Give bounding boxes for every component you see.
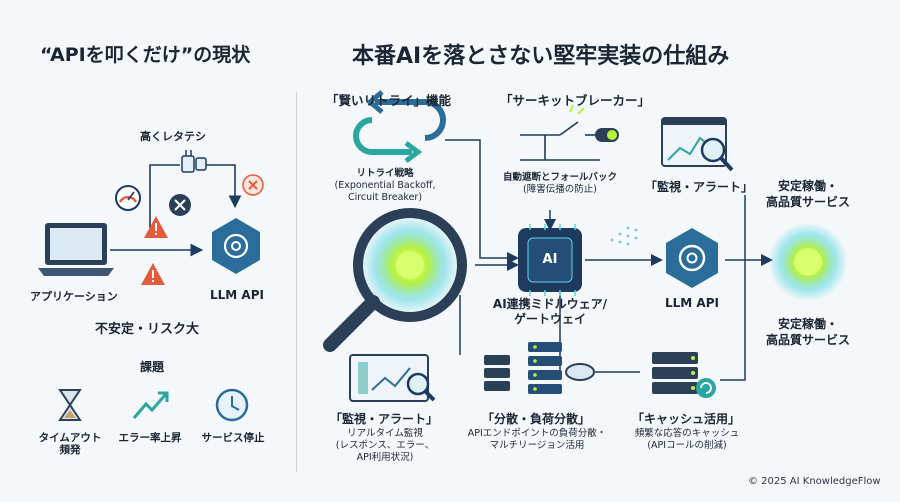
breaker-title: 「サーキットブレーカー」 <box>500 93 651 108</box>
right-title: 本番AIを落とさない堅牢実装の仕組み <box>352 44 730 69</box>
right-flow-lines <box>445 139 773 381</box>
gateway-chip-icon <box>518 224 582 296</box>
stable-label-top: 安定稼働・ 高品質サービス <box>765 179 850 209</box>
issue-timeout-label: タイムアウト頻発 <box>38 432 102 456</box>
cache-desc: 頻繁な応答のキャッシュ (APIコールの削減) <box>634 428 740 451</box>
broken-plug-icon <box>181 150 207 173</box>
left-flow-lines <box>110 164 242 257</box>
llm-api-icon-right <box>666 228 718 288</box>
cache-database-icon <box>652 352 716 398</box>
issues-title: 課題 <box>140 360 165 374</box>
footer-copyright: © 2025 AI KnowledgeFlow <box>748 476 881 487</box>
dot-pattern <box>610 226 638 246</box>
monitor-dashboard-icon <box>349 354 436 402</box>
gateway-label: AI連携ミドルウェア/ ゲートウェイ <box>492 297 608 326</box>
warning-icon <box>144 216 168 238</box>
issue-error-label: エラー率上昇 <box>118 432 182 444</box>
retry-arrows-icon <box>353 90 446 163</box>
loadbal-title: 「分散・負荷分散」 <box>482 412 591 426</box>
trend-up-icon <box>132 391 169 419</box>
retry-title: 「賢いリトライ」機能 <box>326 93 452 108</box>
load-balancer-icon <box>484 342 595 394</box>
warning-icon-lower <box>141 263 165 285</box>
gateway-chip-text: AI <box>542 252 558 267</box>
hourglass-icon <box>58 389 82 421</box>
loadbal-desc: APIエンドポイントの負荷分散・ マルチリージョン活用 <box>467 428 607 451</box>
error-close-icon <box>242 174 264 196</box>
clock-icon <box>215 388 249 422</box>
issue-outage-label: サービス停止 <box>201 432 265 444</box>
application-label: アプリケーション <box>30 290 118 303</box>
magnifier-icon <box>323 208 467 352</box>
stable-label-bottom: 安定稼働・ 高品質サービス <box>765 317 850 347</box>
gauge-icon <box>115 185 141 211</box>
monitor-bottom-title: 「監視・アラート」 <box>330 412 439 426</box>
monitor-chart-icon <box>661 117 734 172</box>
section-divider <box>296 92 297 472</box>
breaker-desc: 自動遮断とフォールバック (障害伝播の防止) <box>502 172 617 195</box>
laptop-icon <box>38 223 114 276</box>
latency-label: 高くレタテシ <box>140 130 206 143</box>
llm-api-label-left: LLM API <box>210 288 264 302</box>
left-title: “APIを叩くだけ”の現状 <box>40 44 251 66</box>
retry-desc: リトライ戦略 (Exponential Backoff, Circuit Bre… <box>334 168 436 203</box>
llm-api-icon-left <box>212 218 260 274</box>
stable-glow-orb <box>768 222 848 302</box>
llm-api-label-right: LLM API <box>665 296 719 310</box>
risk-label: 不安定・リスク大 <box>95 322 200 337</box>
circuit-breaker-icon <box>520 104 619 161</box>
cache-title: 「キャッシュ活用」 <box>632 412 741 426</box>
error-x-icon <box>169 194 191 216</box>
monitor-bottom-desc: リアルタイム監視 (レスポンス、エラー、 API利用状況) <box>335 428 435 463</box>
monitor-top-title: 「監視・アラート」 <box>645 180 754 194</box>
